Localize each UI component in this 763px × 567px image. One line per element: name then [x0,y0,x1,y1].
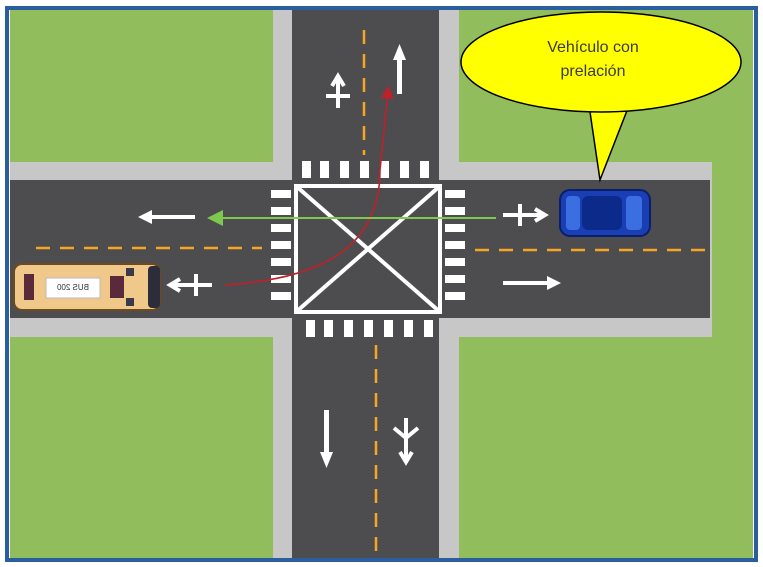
arrow-right-icon [503,276,561,290]
arrow-left-split-icon [166,274,212,296]
frame-border [5,6,758,562]
arrow-straight-icon [393,44,406,94]
car [559,189,651,237]
arrow-down-split-icon [392,418,420,466]
intersection-box [294,184,442,314]
callout-bubble [460,11,742,183]
bus-label: BUS 200 [56,283,90,292]
lane-lines [36,30,705,559]
arrow-straight-right-icon [503,204,549,226]
crosswalk-top [302,161,429,178]
crosswalk-right [445,190,465,300]
arrow-down-icon [320,410,333,468]
crosswalk-bottom [306,320,433,337]
lane-arrows [138,44,561,468]
callout-text: Vehículo con prelación [547,39,639,80]
arrow-left-straight-icon [326,72,350,108]
arrow-left-icon [138,210,195,224]
bus-path-line [224,85,394,286]
bus [13,263,161,311]
crosswalk-left [271,190,291,300]
